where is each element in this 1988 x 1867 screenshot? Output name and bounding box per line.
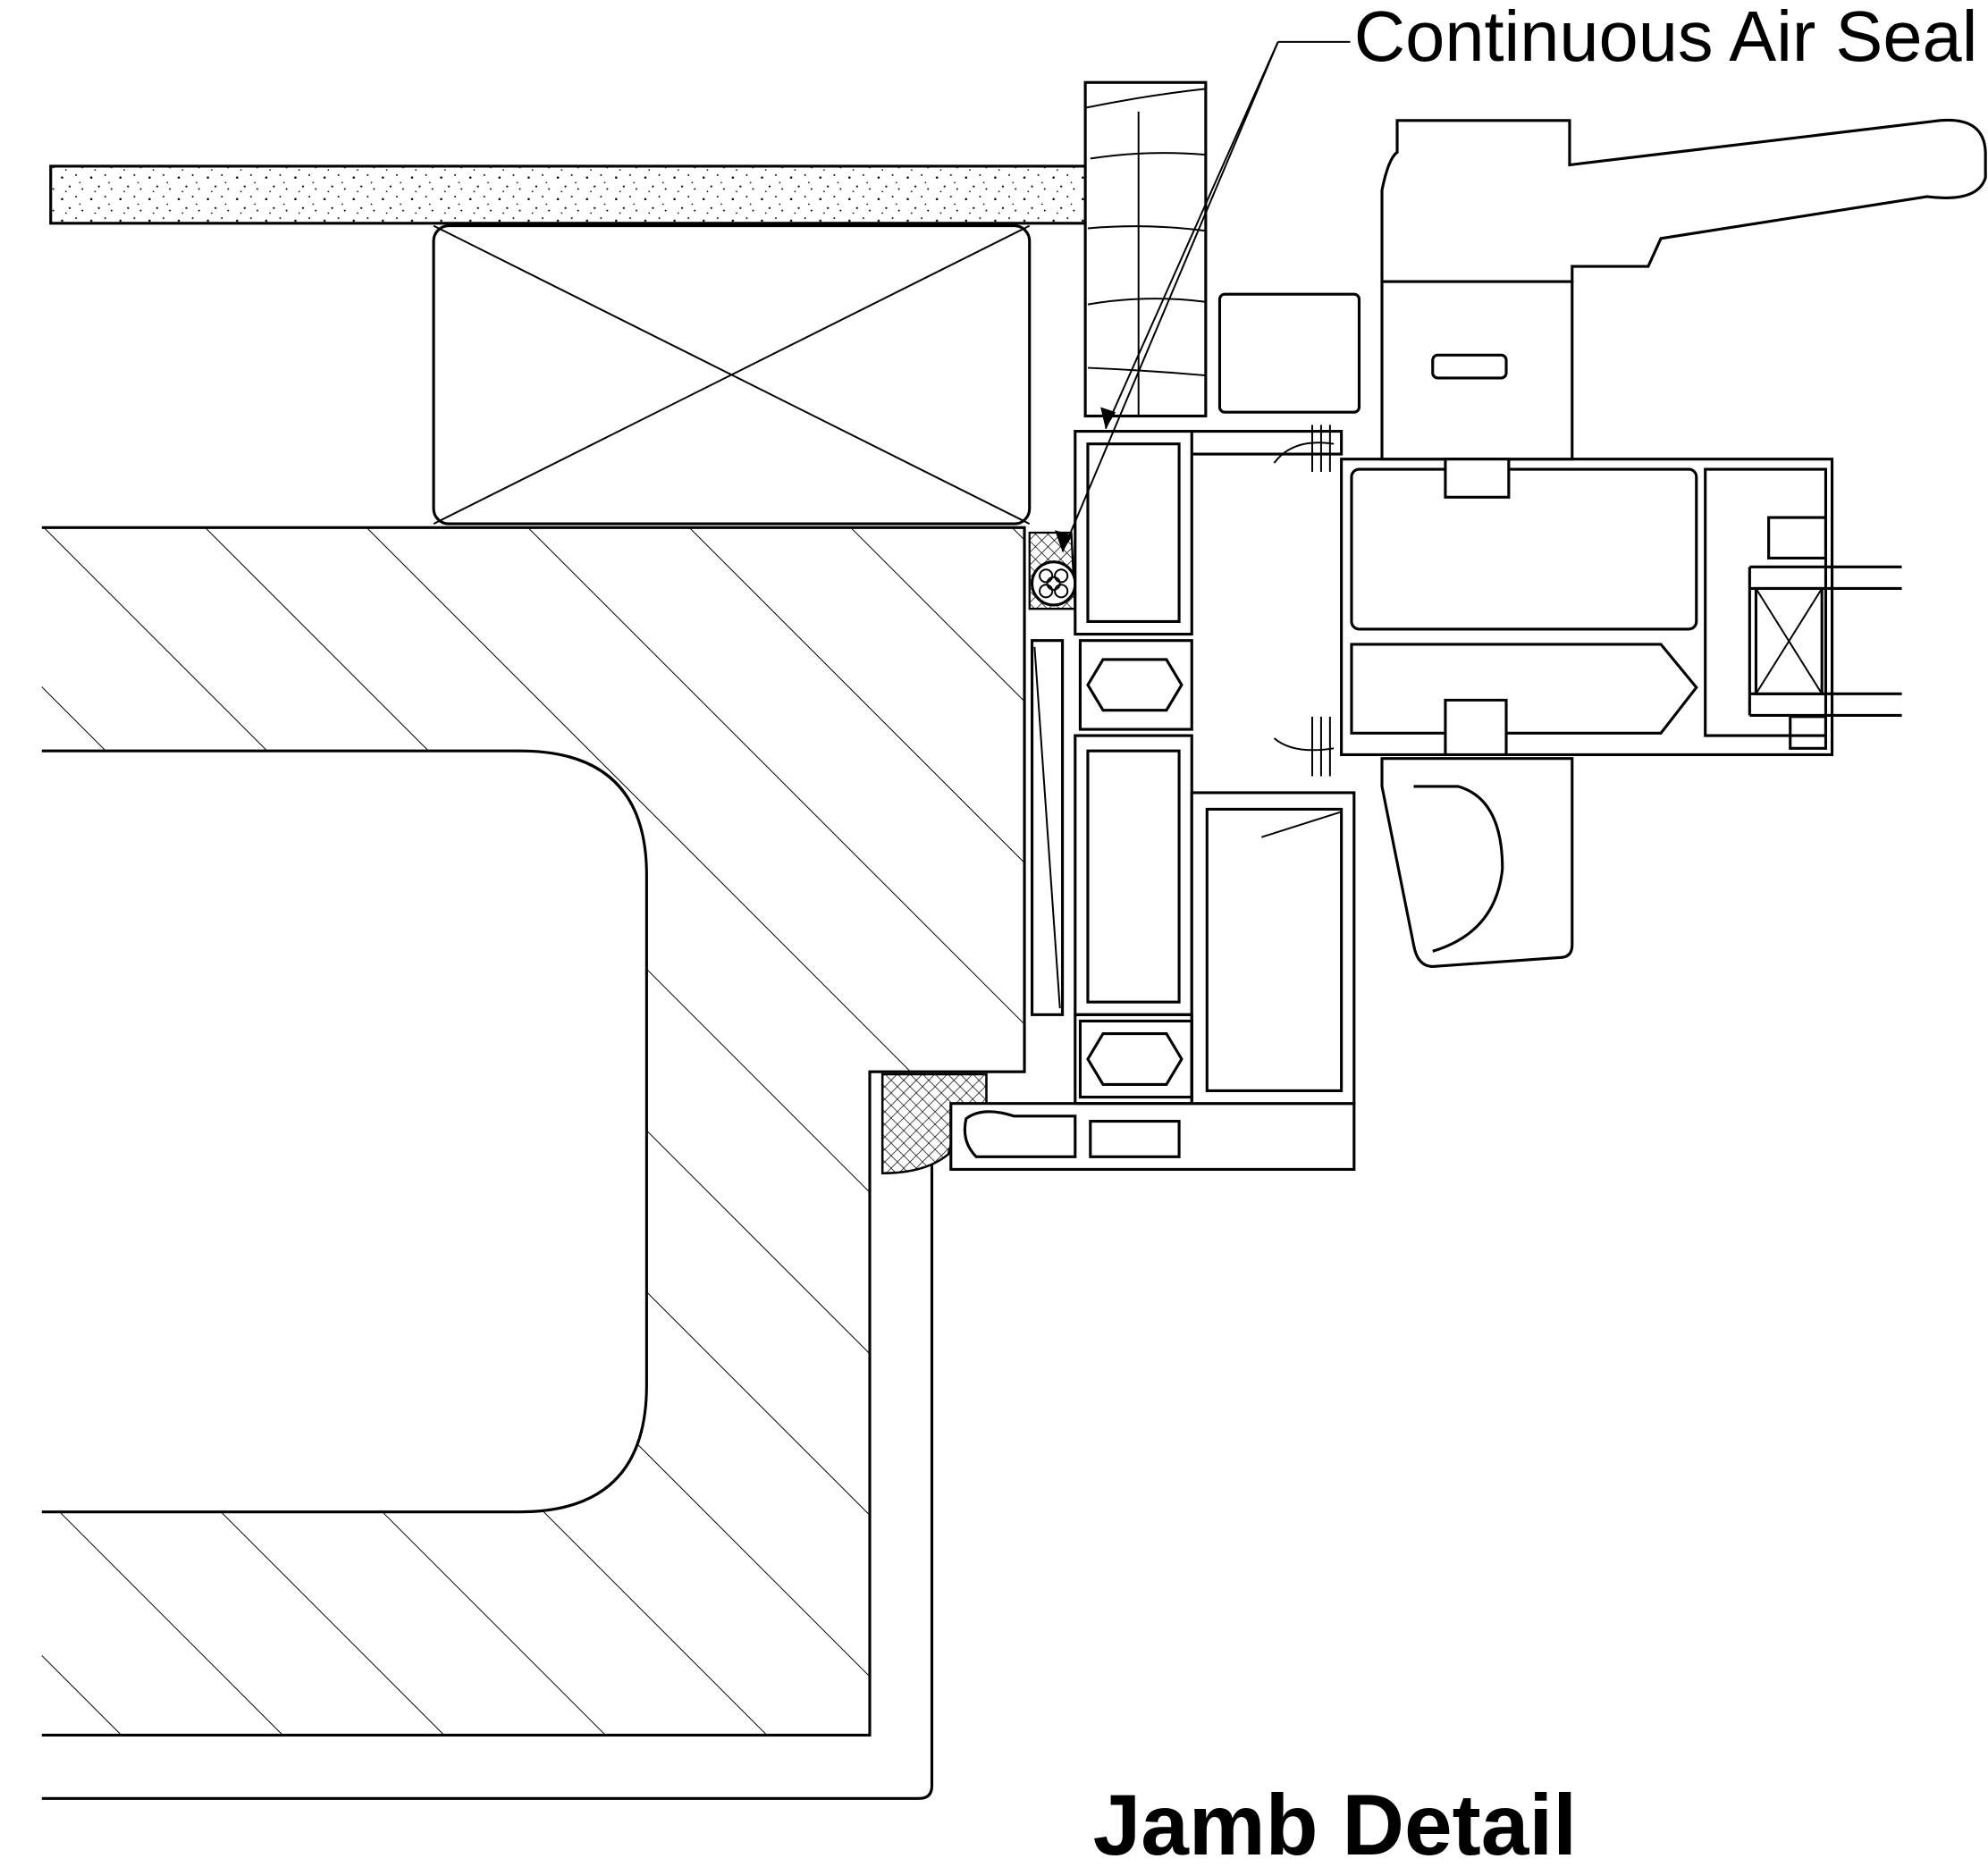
wall-outline: [41, 526, 1026, 1737]
sash-handle: [1217, 118, 1987, 968]
interior-trim: [1083, 80, 1208, 418]
air-seal-callout-label: Continuous Air Seal: [1354, 0, 1978, 76]
window-frame-profile: [949, 425, 1356, 1172]
wood-blocking: [432, 224, 1032, 526]
insulated-glass-unit: [1748, 565, 1902, 717]
backer-rod-seal: [1028, 531, 1077, 610]
air-seal-leader: [1055, 40, 1351, 552]
wall-void-outline: [41, 749, 648, 1514]
wall-hatch-fill: [41, 527, 1025, 1736]
drawing-title: Jamb Detail: [1093, 1778, 1577, 1867]
interior-return-finish: [41, 1164, 934, 1800]
drywall-board: [49, 164, 1117, 225]
shim: [1030, 639, 1065, 1016]
wall-section: [41, 526, 1026, 1800]
